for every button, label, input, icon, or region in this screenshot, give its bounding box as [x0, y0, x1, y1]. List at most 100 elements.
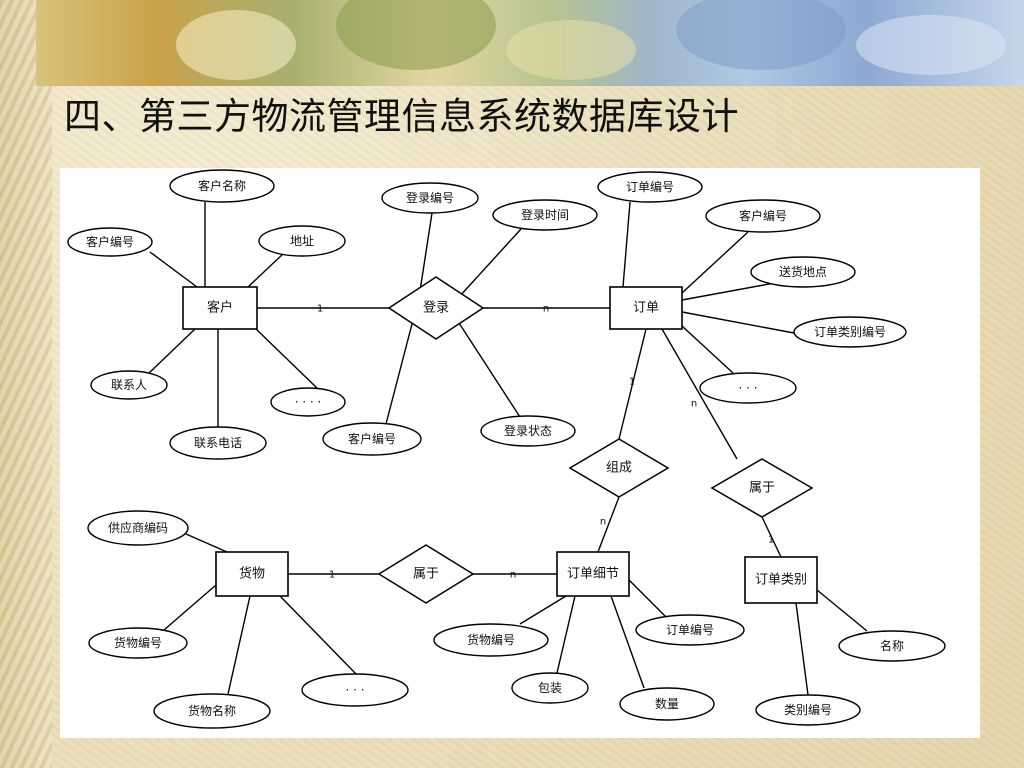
entity-goods: 货物 — [215, 551, 289, 597]
attribute-label: 订单编号 — [666, 622, 714, 637]
attribute-ship-addr: 送货地点 — [750, 256, 856, 288]
attribute-label: · · · · — [295, 395, 322, 409]
entity-box — [556, 551, 630, 597]
attribute-ellipse — [88, 627, 188, 659]
er-diagram-panel: 客户名称客户编号地址联系人联系电话· · · ·登录编号登录时间客户编号登录状态… — [60, 168, 980, 738]
attribute-label: · · · — [738, 381, 757, 395]
attribute-ellipse — [793, 316, 907, 348]
connector-line — [163, 584, 217, 631]
attribute-ellipse — [322, 422, 422, 456]
attribute-ellipse — [699, 372, 797, 404]
attribute-label: 客户编号 — [348, 431, 396, 446]
connector-line — [255, 328, 319, 390]
cardinality-c-order-compose: 1 — [629, 377, 635, 388]
connector-line — [622, 201, 631, 288]
entity-box — [215, 551, 289, 597]
relationship-compose: 组成 — [568, 438, 670, 498]
attribute-ellipse — [755, 694, 861, 726]
attribute-label: 登录时间 — [521, 207, 569, 222]
attribute-order-no: 订单编号 — [597, 171, 703, 203]
attribute-ellipse — [67, 227, 153, 257]
relationship-label: 登录 — [423, 301, 449, 316]
connector-line — [458, 228, 522, 298]
attribute-goods-name: 货物名称 — [153, 693, 271, 729]
entity-order: 订单 — [609, 286, 683, 330]
attribute-cust-more: · · · · — [270, 387, 346, 417]
entity-label: 订单细节 — [567, 567, 619, 582]
slide-left-texture — [0, 0, 52, 768]
attribute-label: 客户编号 — [86, 234, 134, 249]
attribute-ellipse — [750, 256, 856, 288]
attribute-label: 名称 — [880, 638, 904, 653]
attribute-label: 登录状态 — [504, 423, 552, 438]
attribute-label: 登录编号 — [406, 190, 454, 205]
connector-line — [628, 579, 667, 618]
attribute-detail-qty: 数量 — [619, 687, 715, 721]
relationship-label: 属于 — [413, 567, 439, 582]
slide-title: 四、第三方物流管理信息系统数据库设计 — [64, 95, 739, 138]
entity-order-detail: 订单细节 — [556, 551, 630, 597]
cardinality-c-belong-type: 1 — [768, 535, 774, 546]
attribute-label: 客户名称 — [198, 178, 246, 193]
entity-label: 货物 — [239, 566, 265, 582]
attribute-ellipse — [381, 182, 479, 214]
connector-line — [681, 231, 749, 294]
attribute-supplier-no: 供应商编码 — [87, 510, 189, 546]
connector-line — [661, 328, 738, 460]
relationship-label: 属于 — [749, 481, 775, 496]
connector-line — [681, 325, 734, 374]
attribute-ellipse — [258, 225, 346, 257]
slide-header-banner — [36, 0, 1024, 86]
connector-line — [419, 212, 433, 292]
connector-line — [227, 595, 251, 695]
cardinality-c-goods-belong: 1 — [329, 570, 335, 581]
connector-line — [816, 589, 868, 632]
relationship-diamond — [568, 438, 670, 498]
connector-line — [795, 602, 809, 696]
attribute-label: 数量 — [655, 696, 679, 711]
entity-order-type: 订单类别 — [744, 556, 818, 604]
attribute-ellipse — [705, 199, 821, 233]
connector-line — [385, 323, 413, 425]
relationship-diamond — [377, 544, 475, 604]
connector-line — [458, 322, 521, 418]
connector-line — [681, 311, 795, 334]
attribute-ellipse — [153, 693, 271, 729]
connector-line — [185, 533, 228, 553]
attribute-label: 客户编号 — [739, 208, 787, 223]
cardinality-c-cust-login: 1 — [317, 304, 323, 315]
attribute-ellipse — [301, 673, 409, 707]
attribute-ellipse — [511, 672, 589, 704]
attribute-ellipse — [597, 171, 703, 203]
attribute-label: 地址 — [290, 234, 314, 248]
connector-line — [618, 328, 647, 440]
cardinality-c-order-belong: n — [691, 399, 697, 410]
attribute-label: 订单类别编号 — [814, 324, 886, 339]
attribute-goods-no: 货物编号 — [88, 627, 188, 659]
connector-line — [279, 595, 358, 676]
relationship-diamond — [710, 458, 814, 518]
connector-line — [681, 281, 781, 301]
relationship-label: 组成 — [606, 461, 632, 476]
cardinality-c-compose-detail: n — [600, 517, 606, 528]
relationship-login: 登录 — [387, 276, 485, 340]
attribute-label: 送货地点 — [779, 264, 827, 279]
attribute-ellipse — [169, 169, 275, 203]
attribute-ellipse — [270, 387, 346, 417]
attribute-label: 类别编号 — [784, 702, 832, 717]
attribute-type-no: 类别编号 — [755, 694, 861, 726]
attribute-order-more: · · · — [699, 372, 797, 404]
attribute-detail-pack: 包装 — [511, 672, 589, 704]
attribute-cust-name: 客户名称 — [169, 169, 275, 203]
attribute-cust-contact: 联系人 — [90, 370, 168, 400]
attribute-type-name: 名称 — [838, 630, 946, 662]
attribute-login-no: 登录编号 — [381, 182, 479, 214]
attribute-label: 联系电话 — [194, 436, 242, 450]
cardinality-c-login-order: n — [543, 304, 549, 315]
entity-box — [609, 286, 683, 330]
connector-line — [597, 496, 620, 553]
entity-customer: 客户 — [182, 286, 258, 330]
attribute-ellipse — [480, 415, 576, 447]
connector-line — [247, 252, 285, 288]
entity-label: 订单 — [633, 301, 659, 316]
